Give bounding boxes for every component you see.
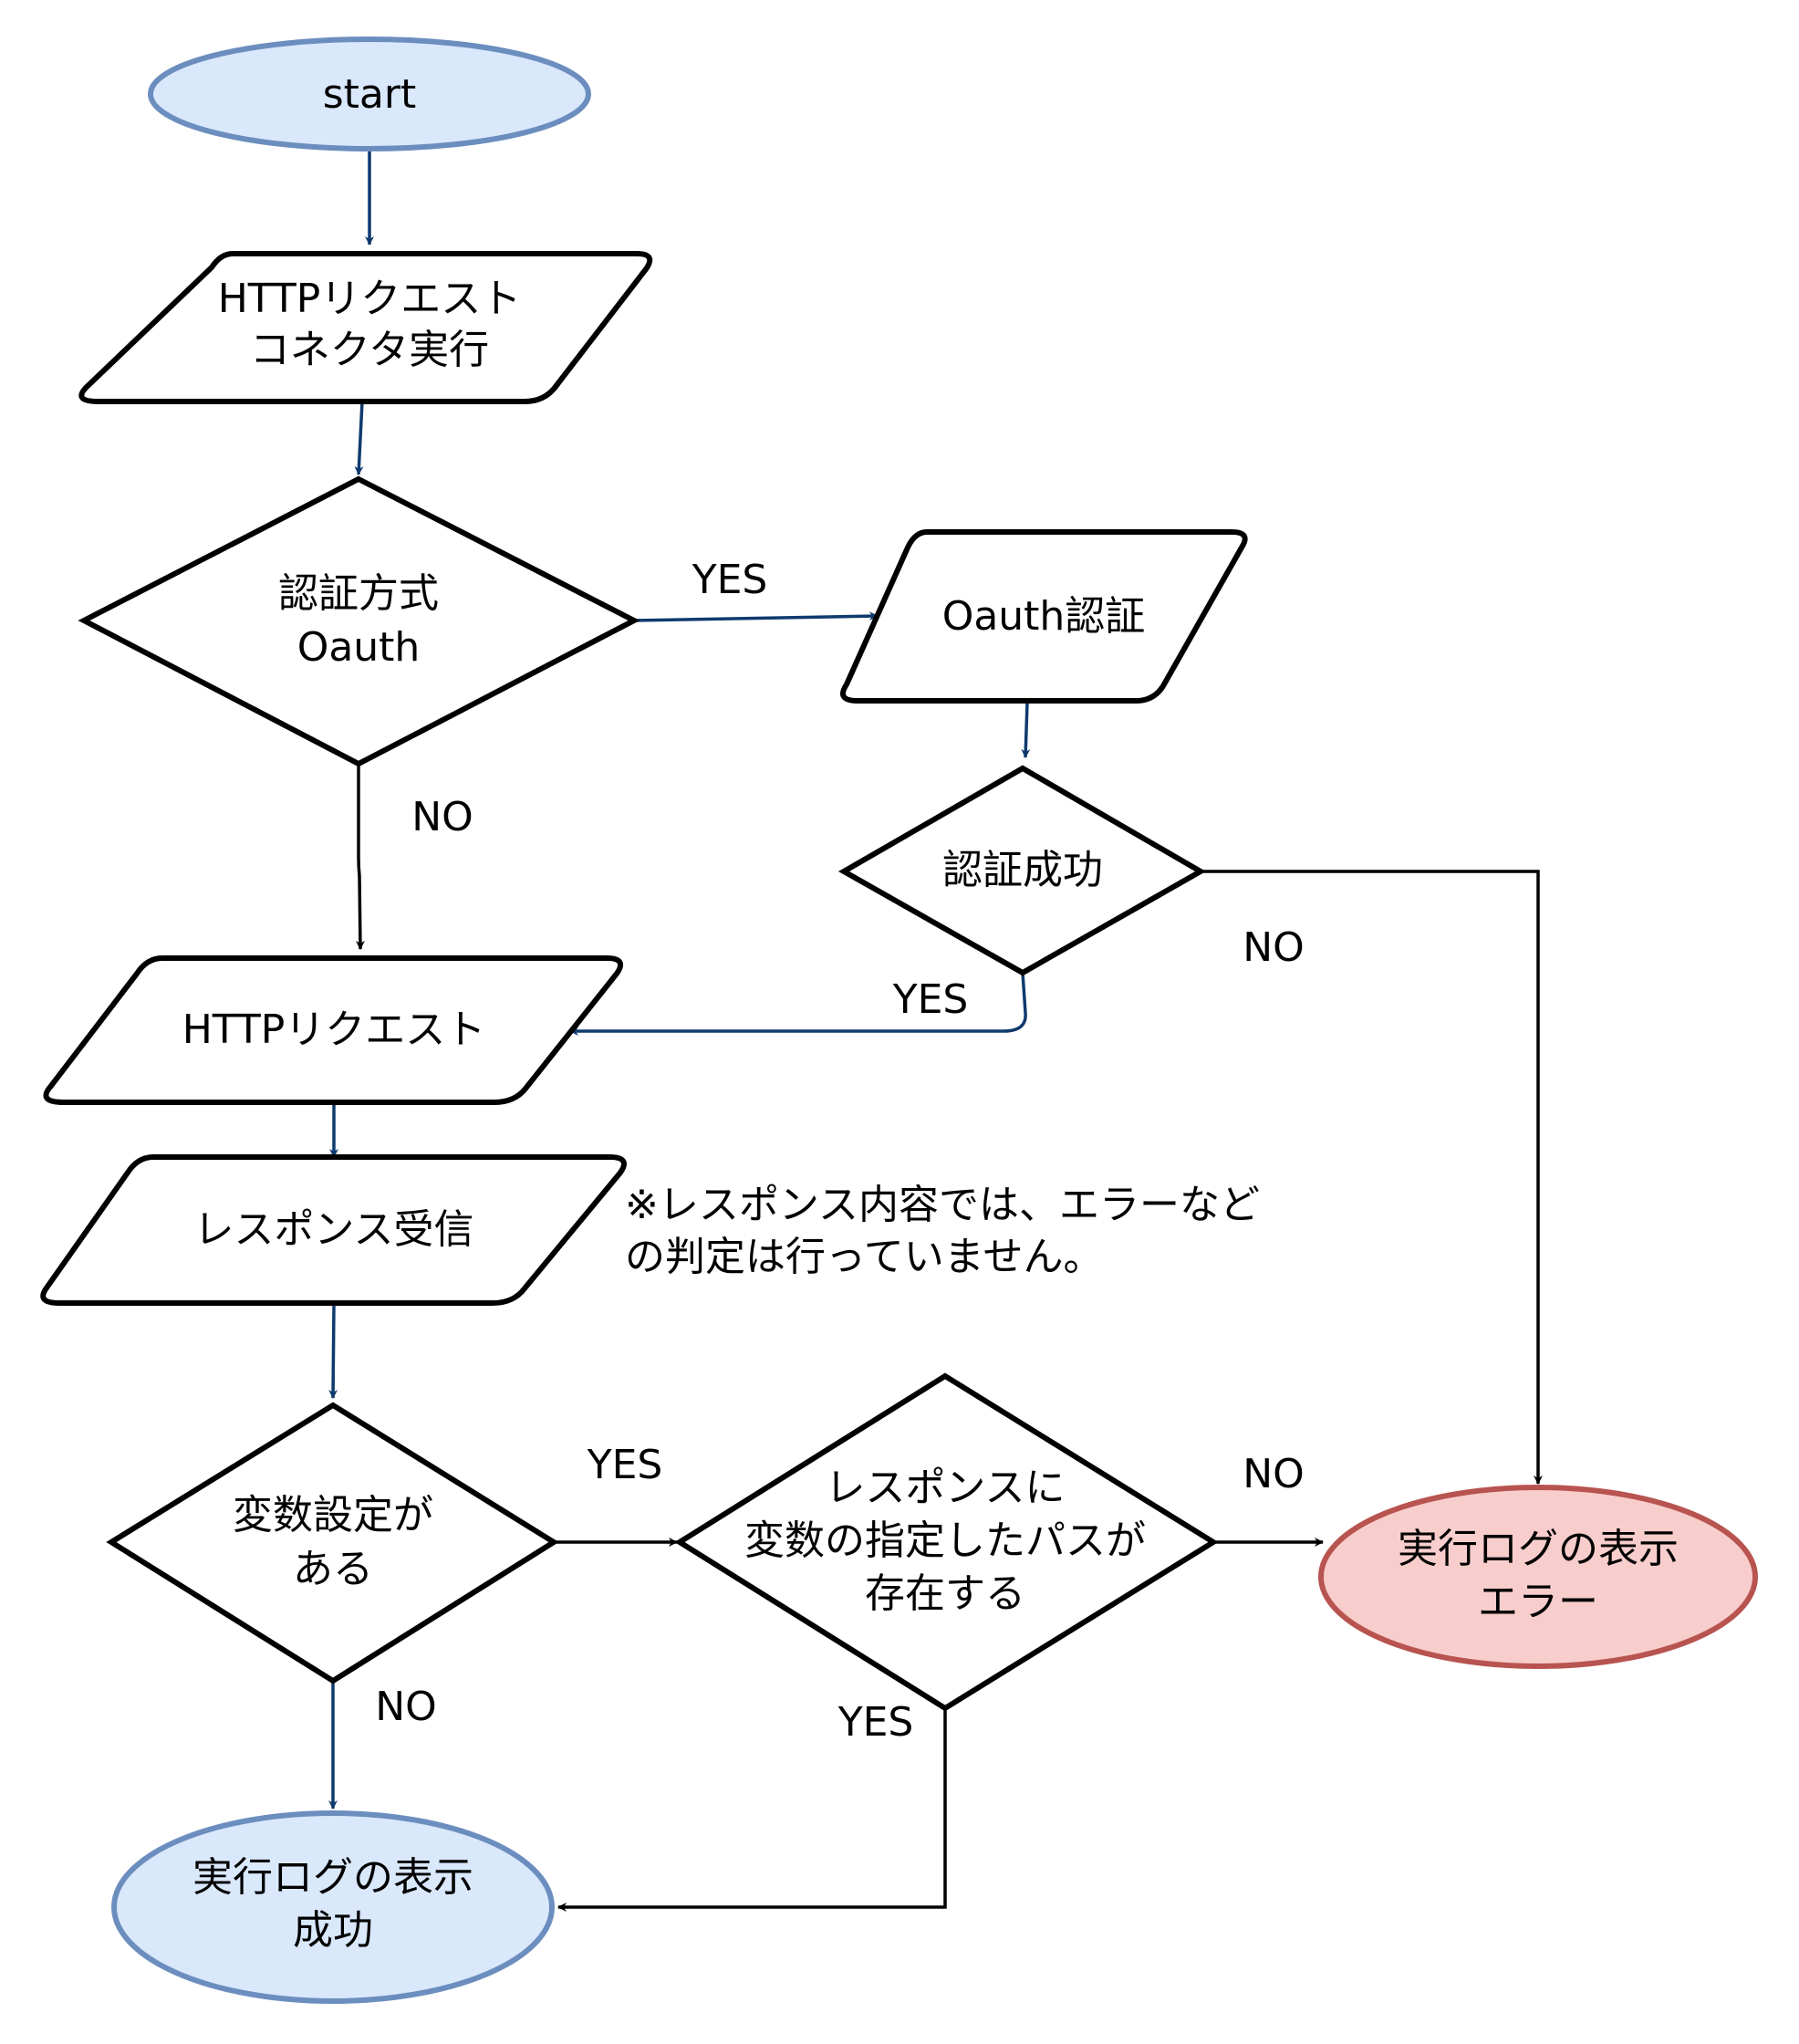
path-exists-node: レスポンスに 変数の指定したパスが 存在する (674, 1372, 1219, 1712)
auth-success-node: 認証成功 (837, 765, 1207, 976)
label-success-yes: YES (892, 976, 969, 1023)
label-path-no: NO (1243, 1451, 1305, 1497)
edge-success-yes-to-request (569, 972, 1027, 1036)
label-auth-yes: YES (692, 557, 768, 603)
auth-decision-label-1: 認証方式 (278, 570, 439, 617)
http-request-node: HTTPリクエスト (43, 955, 624, 1105)
note: ※レスポンス内容では、エラーなど の判定は行っていません。 (625, 1182, 1260, 1280)
start-node: start (148, 36, 591, 151)
edge-success-no-to-error (1201, 870, 1543, 1485)
edge-auth-yes-to-oauth (633, 611, 879, 622)
edge-oauth-to-success (1021, 702, 1031, 758)
edge-auth-no-to-request (355, 764, 365, 950)
edge-labels: YES NO NO YES YES NO NO YES (375, 557, 1305, 1746)
note-line-1: ※レスポンス内容では、エラーなど (625, 1182, 1260, 1228)
label-auth-no: NO (411, 794, 473, 840)
oauth-auth-label: Oauth認証 (942, 593, 1146, 640)
path-exists-label-2: 変数の指定したパスが (744, 1517, 1146, 1564)
path-exists-label-3: 存在する (865, 1570, 1025, 1617)
note-line-2: の判定は行っていません。 (625, 1234, 1103, 1280)
log-error-node: 実行ログの表示 エラー (1318, 1485, 1758, 1669)
auth-decision-label-2: Oauth (297, 624, 421, 671)
start-label: start (323, 71, 416, 118)
var-setting-label-1: 変数設定が (233, 1492, 433, 1538)
edge-connector-to-auth (354, 401, 364, 475)
log-success-node: 実行ログの表示 成功 (111, 1810, 555, 2004)
http-connector-label-2: コネクタ実行 (250, 327, 489, 373)
response-receive-label: レスポンス受信 (193, 1206, 473, 1253)
nodes: start HTTPリクエスト コネクタ実行 認証方式 Oauth Oauth認… (40, 36, 1758, 2004)
log-success-label-2: 成功 (293, 1907, 373, 1954)
edges (328, 151, 1543, 1912)
var-setting-node: 変数設定が ある (106, 1402, 559, 1684)
label-success-no: NO (1243, 924, 1305, 971)
log-success-label-1: 実行ログの表示 (192, 1854, 473, 1901)
response-receive-node: レスポンス受信 (40, 1154, 627, 1306)
edge-path-yes-to-success-log (557, 1708, 947, 1912)
http-connector-node: HTTPリクエスト コネクタ実行 (78, 251, 653, 404)
log-error-label-1: 実行ログの表示 (1398, 1526, 1679, 1572)
label-var-yes: YES (587, 1442, 663, 1488)
label-path-yes: YES (837, 1699, 914, 1746)
auth-decision-node: 認証方式 Oauth (78, 475, 640, 767)
auth-success-label: 認証成功 (942, 847, 1103, 893)
http-connector-label-1: HTTPリクエスト (218, 276, 522, 322)
http-request-label: HTTPリクエスト (182, 1006, 486, 1053)
label-var-no: NO (375, 1684, 437, 1730)
var-setting-label-2: ある (293, 1546, 373, 1592)
oauth-auth-node: Oauth認証 (840, 529, 1248, 704)
path-exists-label-1: レスポンスに (825, 1465, 1065, 1511)
log-error-label-2: エラー (1478, 1579, 1598, 1625)
edge-response-to-var (328, 1304, 338, 1399)
